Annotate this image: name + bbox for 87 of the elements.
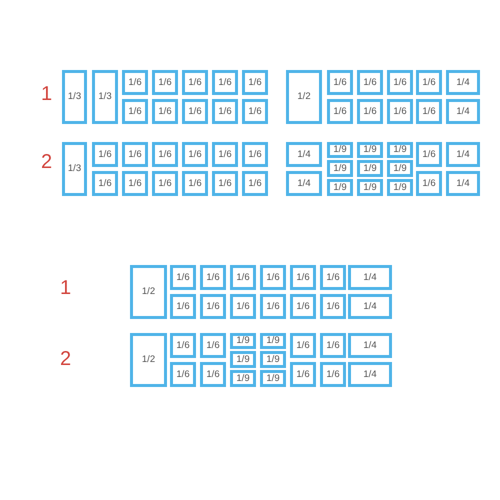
pan-box: 1/6 xyxy=(152,171,178,196)
row-number: 1 xyxy=(41,84,52,104)
pan-box: 1/9 xyxy=(260,370,286,387)
pan-box: 1/6 xyxy=(290,294,316,319)
pan-box: 1/4 xyxy=(446,99,480,124)
pan-box: 1/6 xyxy=(327,70,353,95)
pan-box: 1/9 xyxy=(357,160,383,177)
pan-box: 1/6 xyxy=(320,333,346,358)
pan-box: 1/9 xyxy=(327,179,353,196)
pan-box: 1/6 xyxy=(182,70,208,95)
row-number: 2 xyxy=(60,349,72,369)
pan-box: 1/9 xyxy=(260,351,286,368)
pan-box: 1/6 xyxy=(170,265,196,290)
pan-box: 1/6 xyxy=(182,99,208,124)
pan-box: 1/6 xyxy=(320,362,346,387)
pan-box: 1/2 xyxy=(130,265,167,319)
pan-box: 1/9 xyxy=(327,142,353,158)
pan-box: 1/6 xyxy=(230,294,256,319)
pan-box: 1/6 xyxy=(182,142,208,167)
pan-box: 1/6 xyxy=(170,362,196,387)
pan-box: 1/3 xyxy=(62,142,87,196)
pan-box: 1/6 xyxy=(416,171,442,196)
pan-box: 1/4 xyxy=(286,142,322,167)
pan-box: 1/6 xyxy=(416,142,442,167)
pan-box: 1/4 xyxy=(286,171,322,196)
pan-box: 1/2 xyxy=(130,333,167,387)
pan-box: 1/9 xyxy=(230,351,256,368)
pan-box: 1/9 xyxy=(387,179,413,196)
pan-box: 1/6 xyxy=(122,142,148,167)
pan-box: 1/6 xyxy=(170,333,196,358)
pan-box: 1/6 xyxy=(200,333,226,358)
pan-box: 1/6 xyxy=(242,99,268,124)
pan-box: 1/6 xyxy=(387,70,413,95)
pan-box: 1/4 xyxy=(348,294,392,319)
pan-box: 1/6 xyxy=(357,99,383,124)
pan-box: 1/6 xyxy=(212,99,238,124)
pan-box: 1/6 xyxy=(92,171,118,196)
pan-box: 1/6 xyxy=(212,142,238,167)
pan-box: 1/9 xyxy=(230,333,256,349)
pan-box: 1/6 xyxy=(200,362,226,387)
pan-box: 1/9 xyxy=(387,160,413,177)
pan-box: 1/4 xyxy=(348,333,392,358)
pan-box: 1/6 xyxy=(152,70,178,95)
pan-box: 1/9 xyxy=(230,370,256,387)
pan-box: 1/6 xyxy=(122,171,148,196)
pan-box: 1/6 xyxy=(290,362,316,387)
pan-box: 1/6 xyxy=(200,294,226,319)
pan-box: 1/6 xyxy=(320,294,346,319)
pan-box: 1/9 xyxy=(387,142,413,158)
pan-box: 1/4 xyxy=(348,362,392,387)
pan-box: 1/6 xyxy=(320,265,346,290)
pan-box: 1/6 xyxy=(230,265,256,290)
pan-box: 1/6 xyxy=(152,99,178,124)
pan-box: 1/6 xyxy=(200,265,226,290)
pan-box: 1/6 xyxy=(122,70,148,95)
pan-box: 1/6 xyxy=(92,142,118,167)
pan-box: 1/3 xyxy=(62,70,87,124)
pan-box: 1/6 xyxy=(170,294,196,319)
pan-box: 1/9 xyxy=(357,179,383,196)
pan-box: 1/6 xyxy=(416,70,442,95)
pan-box: 1/6 xyxy=(122,99,148,124)
pan-box: 1/6 xyxy=(387,99,413,124)
pan-box: 1/2 xyxy=(286,70,322,124)
row-number: 2 xyxy=(41,152,52,172)
pan-box: 1/4 xyxy=(348,265,392,290)
pan-box: 1/6 xyxy=(327,99,353,124)
pan-box: 1/6 xyxy=(242,70,268,95)
pan-box: 1/6 xyxy=(212,70,238,95)
pan-box: 1/4 xyxy=(446,171,480,196)
pan-box: 1/6 xyxy=(357,70,383,95)
pan-box: 1/9 xyxy=(260,333,286,349)
pan-box: 1/6 xyxy=(260,265,286,290)
pan-box: 1/4 xyxy=(446,70,480,95)
pan-box: 1/6 xyxy=(290,333,316,358)
pan-box: 1/6 xyxy=(182,171,208,196)
pan-box: 1/6 xyxy=(290,265,316,290)
pan-box: 1/3 xyxy=(92,70,118,124)
pan-box: 1/6 xyxy=(212,171,238,196)
pan-box: 1/6 xyxy=(242,142,268,167)
pan-box: 1/6 xyxy=(260,294,286,319)
row-number: 1 xyxy=(60,278,72,298)
pan-box: 1/6 xyxy=(152,142,178,167)
pan-box: 1/4 xyxy=(446,142,480,167)
pan-box: 1/6 xyxy=(416,99,442,124)
pan-box: 1/9 xyxy=(327,160,353,177)
pan-box: 1/9 xyxy=(357,142,383,158)
pan-box: 1/6 xyxy=(242,171,268,196)
